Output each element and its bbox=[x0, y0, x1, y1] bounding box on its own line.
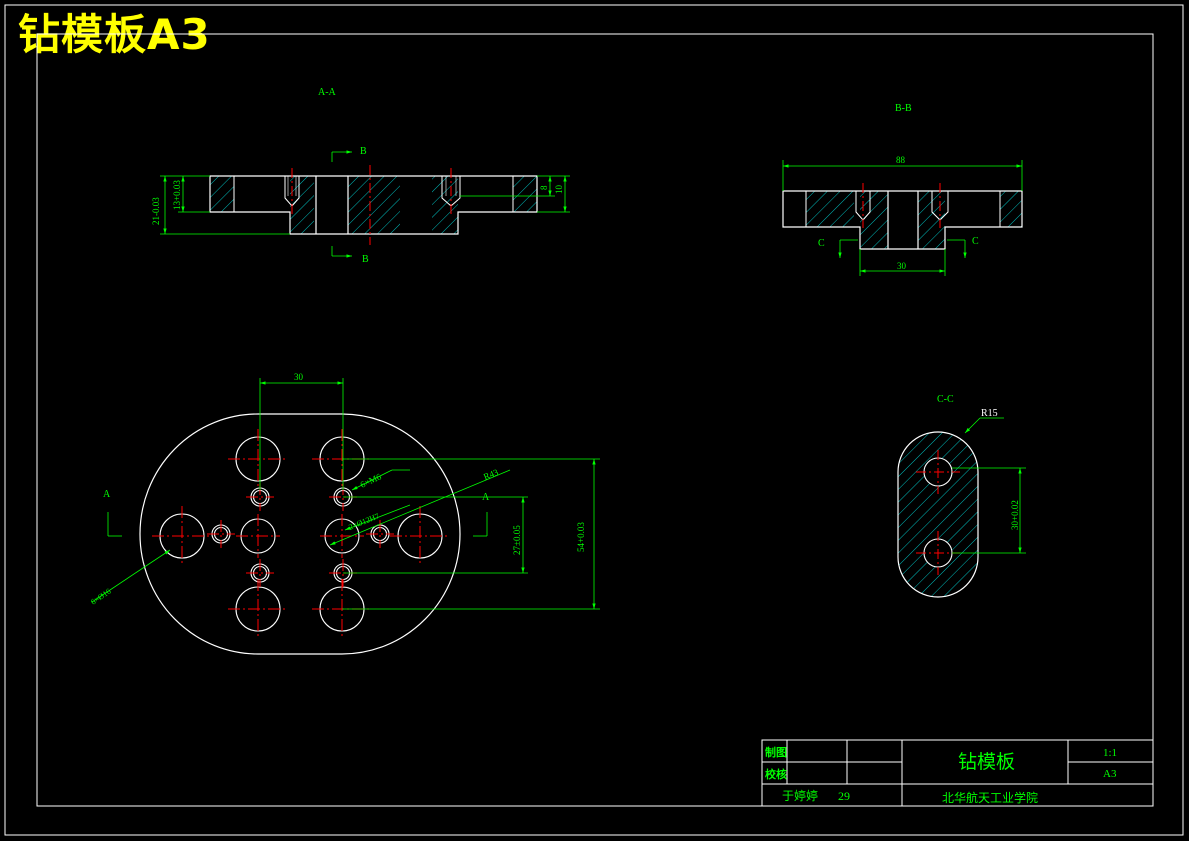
inner-border bbox=[36, 33, 1154, 807]
section-bb-label: B-B bbox=[895, 103, 912, 114]
tb-number: 29 bbox=[838, 789, 850, 803]
tb-scale: 1:1 bbox=[1103, 747, 1117, 759]
tb-drawn-label: 制图 bbox=[765, 745, 787, 759]
marker-a-left: A bbox=[103, 489, 111, 500]
marker-b-bottom: B bbox=[362, 254, 369, 265]
dim-aa-right-2: 10 bbox=[554, 185, 564, 195]
tb-author: 于婷婷 bbox=[782, 788, 818, 803]
tb-part-name: 钻模板 bbox=[958, 751, 1015, 773]
outer-border bbox=[4, 4, 1184, 836]
marker-c-left: C bbox=[818, 238, 825, 249]
section-cc-label: C-C bbox=[937, 394, 954, 405]
tb-sheet: A3 bbox=[1103, 768, 1117, 780]
section-aa-label: A-A bbox=[318, 87, 337, 98]
section-aa: A-A bbox=[151, 87, 570, 265]
dim-aa-right-1: 8 bbox=[539, 185, 549, 190]
dim-plan-big-holes: 6×Ø16 bbox=[89, 587, 113, 607]
marker-b-top: B bbox=[360, 146, 367, 157]
marker-c-right: C bbox=[972, 236, 979, 247]
dim-cc-v: 30+0.02 bbox=[1010, 500, 1020, 530]
dim-cc-radius: R15 bbox=[981, 408, 998, 419]
dim-plan-v2: 54+0.03 bbox=[576, 522, 586, 552]
dim-bb-bottom: 30 bbox=[897, 261, 907, 271]
dim-aa-left-2: 13+0.03 bbox=[172, 180, 182, 210]
section-cc: C-C R15 30+0.02 bbox=[897, 394, 1026, 598]
title-block bbox=[761, 739, 1154, 807]
dim-bb-width: 88 bbox=[896, 155, 906, 165]
tb-checked-label: 校核 bbox=[765, 767, 787, 781]
dim-aa-left-1: 21-0.03 bbox=[151, 197, 161, 225]
slot-outline bbox=[897, 431, 979, 598]
plan-view: 30 6×M6 2×Ø12H7 R43 6×Ø16 27±0.05 54+0.0… bbox=[89, 372, 600, 655]
plan-outline bbox=[139, 413, 461, 655]
section-bb: B-B 88 30 C C bbox=[782, 103, 1023, 276]
dim-plan-holes: 6×M6 bbox=[359, 471, 384, 490]
marker-a-right: A bbox=[482, 492, 490, 503]
dim-plan-top: 30 bbox=[294, 372, 304, 382]
dim-plan-v1: 27±0.05 bbox=[512, 525, 522, 555]
dim-plan-radius: R43 bbox=[482, 467, 500, 482]
tb-school: 北华航天工业学院 bbox=[942, 790, 1038, 805]
